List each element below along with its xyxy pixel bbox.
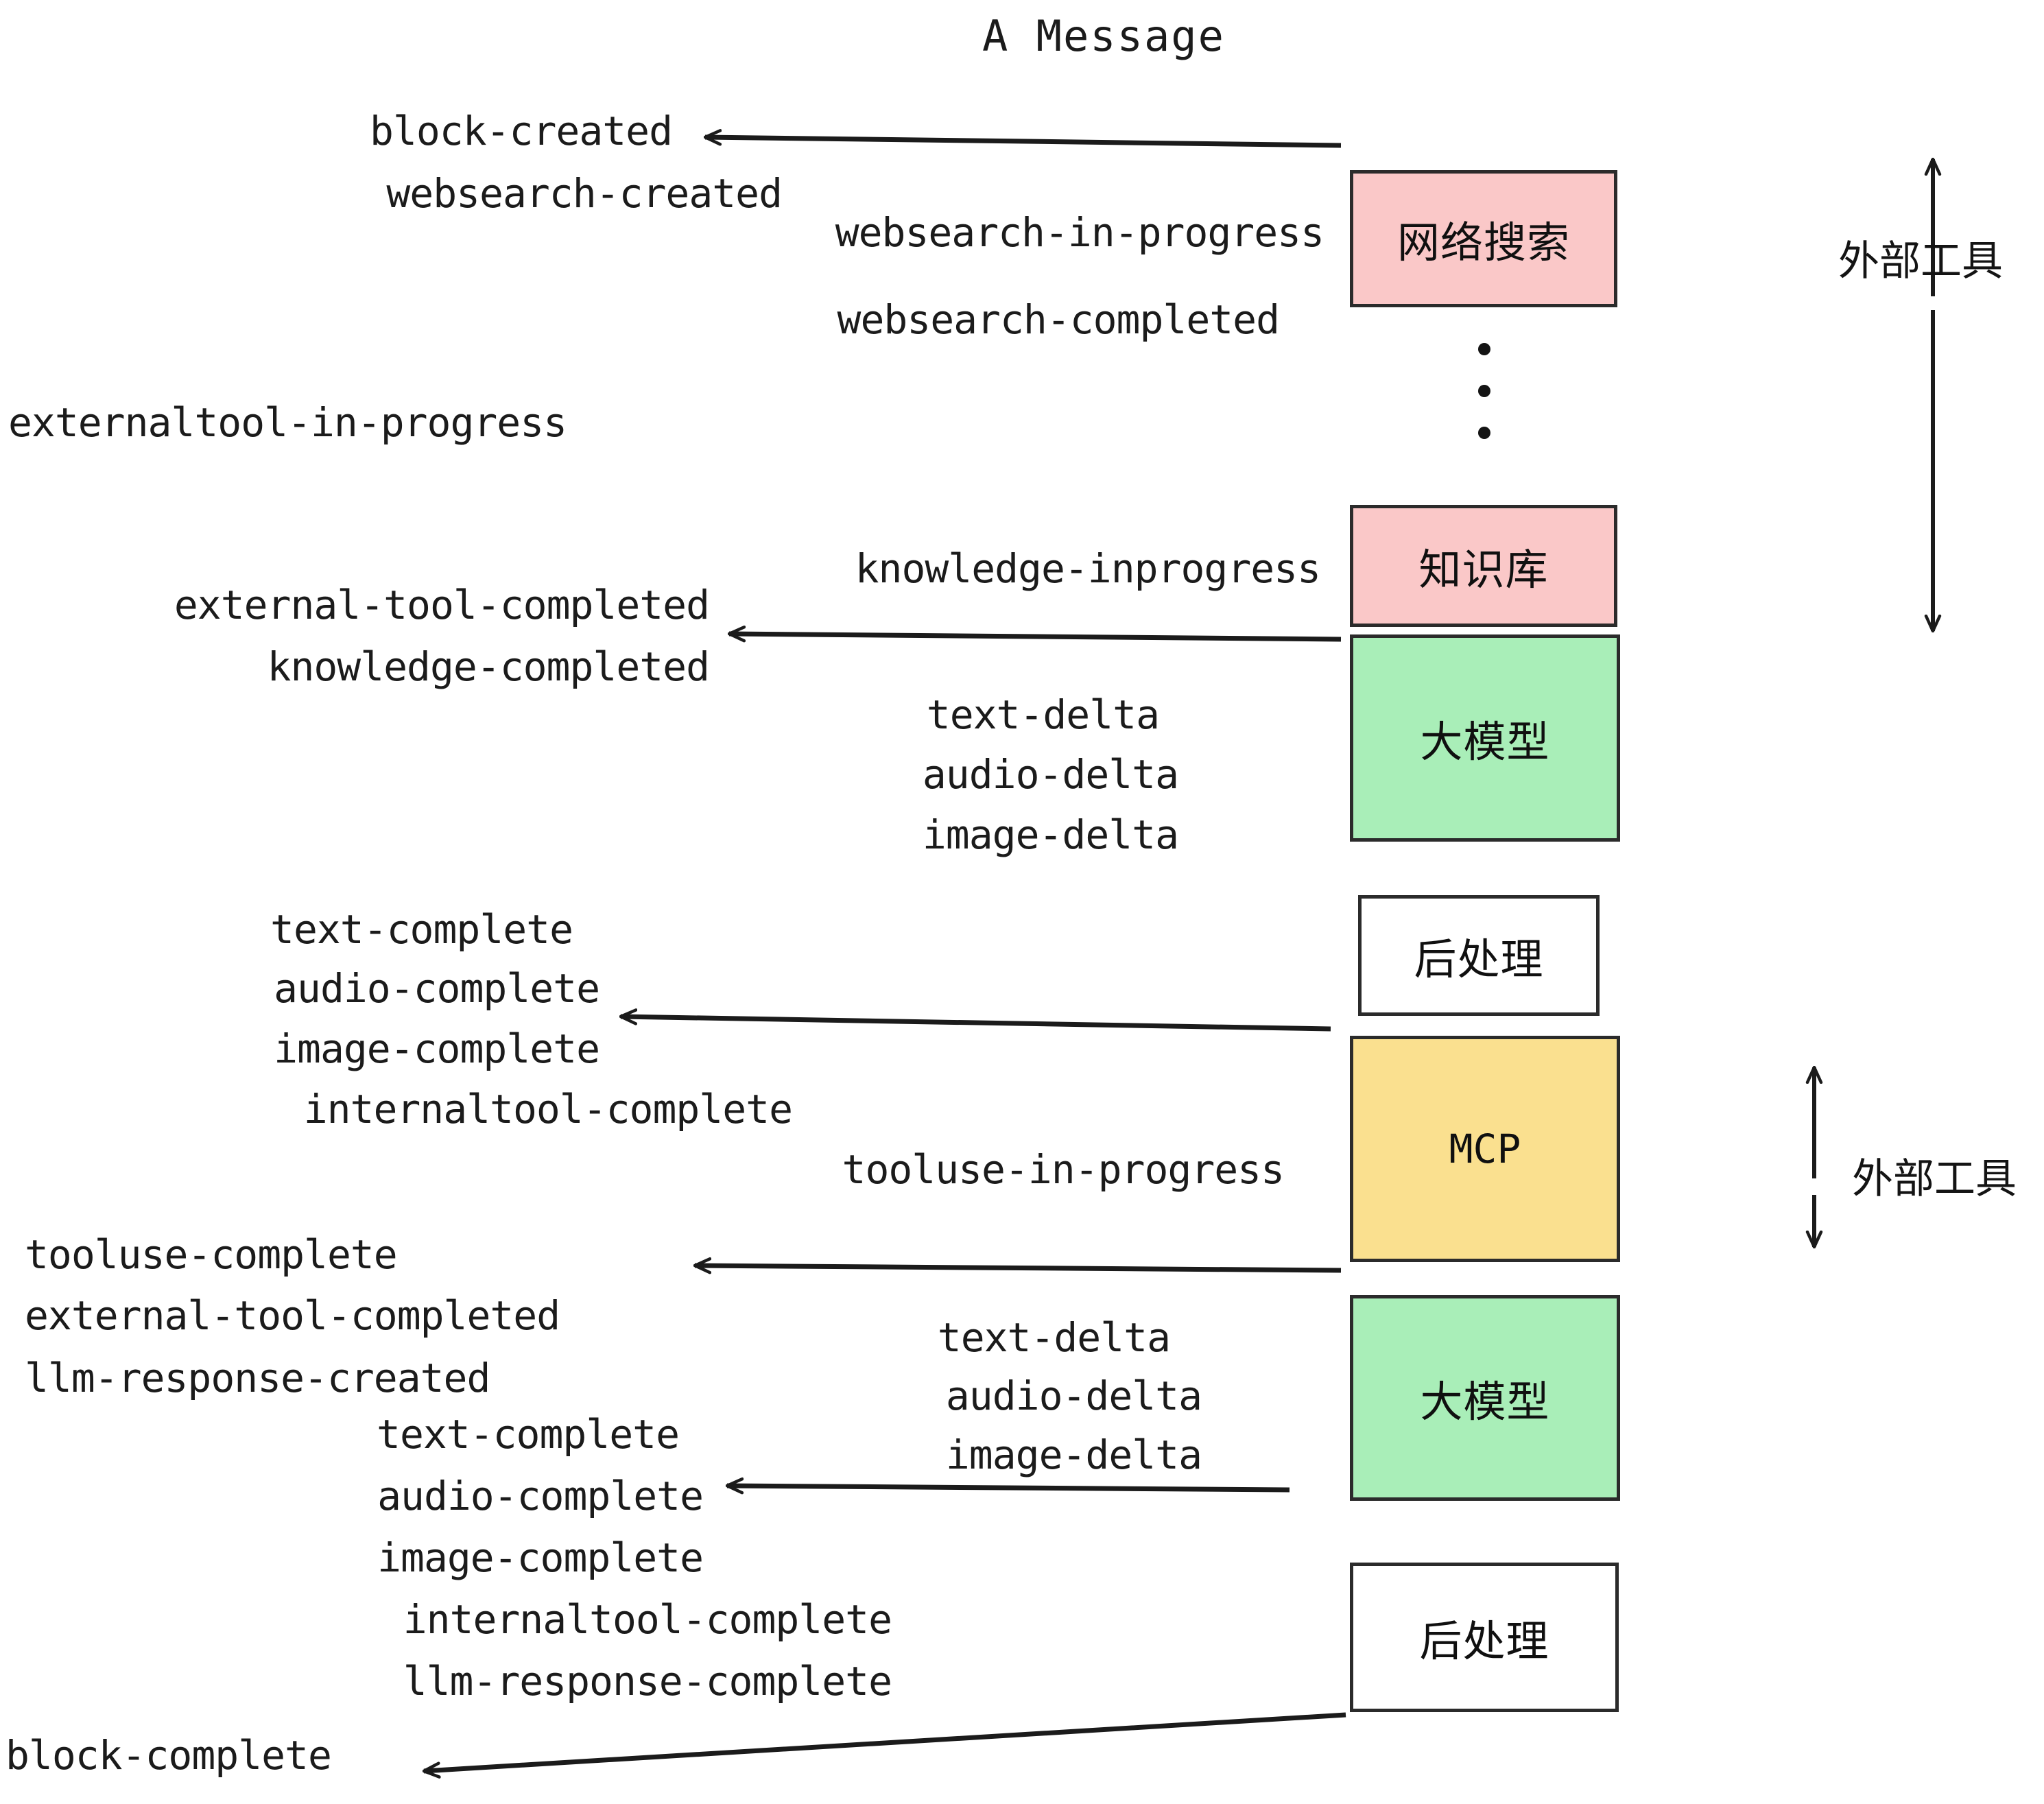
event-label: audio-complete <box>377 1473 704 1519</box>
event-label: text-delta <box>926 691 1160 738</box>
event-label: audio-delta <box>922 751 1179 798</box>
event-label: externaltool-in-progress <box>8 399 567 446</box>
arrow-mcp-to-image-complete <box>621 1017 1331 1032</box>
arrow-llm-to-audio-complete <box>727 1486 1290 1490</box>
event-label: audio-complete <box>274 965 600 1012</box>
event-label: text-delta <box>937 1314 1171 1361</box>
arrow-websearch-to-created <box>705 137 1342 148</box>
event-label: image-delta <box>922 811 1179 858</box>
event-label: websearch-completed <box>837 296 1280 343</box>
ellipsis-dot <box>1478 343 1490 355</box>
node-label: 大模型 <box>1420 1377 1550 1427</box>
event-label: image-complete <box>274 1025 600 1072</box>
node-mcp: MCP <box>1350 1036 1620 1262</box>
event-label: block-complete <box>5 1732 332 1779</box>
node-llm2: 大模型 <box>1350 1295 1620 1501</box>
event-label: llm-response-created <box>25 1355 490 1401</box>
event-label: external-tool-completed <box>174 582 710 628</box>
event-label: image-complete <box>377 1534 704 1581</box>
event-label: audio-delta <box>945 1373 1202 1419</box>
node-llm1: 大模型 <box>1350 634 1620 842</box>
event-label: block-created <box>370 108 673 154</box>
event-label: knowledge-inprogress <box>855 545 1321 592</box>
ellipsis-dot <box>1478 427 1490 439</box>
arrow-mcp-to-tooluse-complete <box>695 1266 1342 1270</box>
event-label: knowledge-completed <box>267 643 710 690</box>
node-postproc1: 后处理 <box>1358 895 1600 1016</box>
node-label: MCP <box>1449 1126 1521 1172</box>
node-label: 后处理 <box>1414 934 1544 984</box>
event-label: llm-response-complete <box>403 1658 892 1705</box>
node-postproc2: 后处理 <box>1350 1563 1619 1712</box>
event-label: internaltool-complete <box>403 1596 892 1643</box>
event-label: websearch-created <box>386 170 783 217</box>
node-label: 大模型 <box>1420 717 1550 767</box>
event-label: internaltool-complete <box>303 1086 793 1132</box>
node-label: 知识库 <box>1418 545 1549 595</box>
event-label: text-complete <box>377 1411 680 1458</box>
event-label: external-tool-completed <box>25 1292 560 1339</box>
side-label-external-tools-bottom: 外部工具 <box>1852 1155 2017 1203</box>
event-label: image-delta <box>945 1432 1202 1478</box>
arrow-postproc-to-block-complete <box>424 1712 1346 1771</box>
node-knowledge: 知识库 <box>1350 505 1617 627</box>
node-websearch: 网络搜索 <box>1350 170 1617 307</box>
ellipsis-dot <box>1478 385 1490 397</box>
side-label-external-tools-top: 外部工具 <box>1838 237 2003 285</box>
event-label: tooluse-complete <box>25 1231 398 1278</box>
vertical-ellipsis <box>1478 343 1490 439</box>
event-label: text-complete <box>270 906 573 953</box>
arrow-knowledge-to-completed <box>729 634 1342 639</box>
event-label: websearch-in-progress <box>835 209 1324 256</box>
node-label: 网络搜索 <box>1397 217 1570 268</box>
node-label: 后处理 <box>1419 1616 1549 1666</box>
page-title: A Message <box>982 11 1225 61</box>
event-label: tooluse-in-progress <box>842 1146 1285 1193</box>
